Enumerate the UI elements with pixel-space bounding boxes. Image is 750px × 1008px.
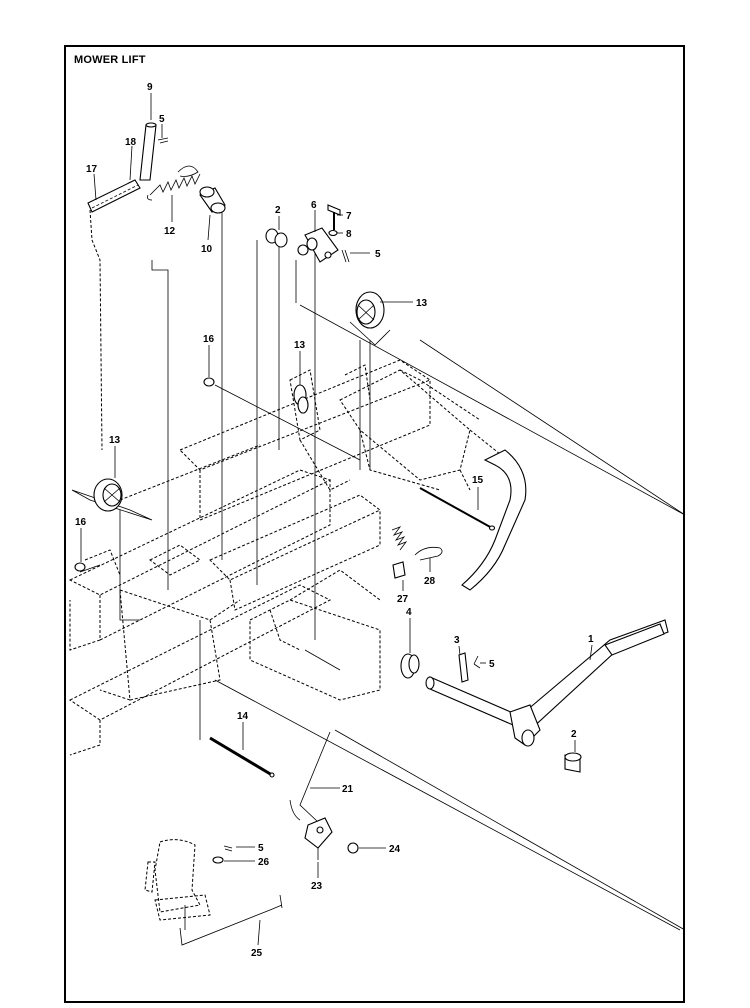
callout-15: 15 (472, 475, 484, 486)
callout-24: 24 (389, 844, 401, 855)
callout-2-b: 2 (571, 729, 577, 740)
part-pin-3 (458, 652, 469, 683)
callout-13-c: 13 (109, 435, 121, 446)
part-clip (177, 165, 199, 177)
part-bracket-6 (297, 227, 339, 263)
part-nut-24 (347, 842, 359, 854)
callout-labels: 9 5 18 17 12 10 2 6 7 8 5 13 16 13 13 16… (75, 82, 594, 959)
callout-17: 17 (86, 164, 98, 175)
callout-16-b: 16 (75, 517, 87, 528)
callout-1: 1 (588, 634, 594, 645)
callout-23: 23 (311, 881, 323, 892)
part-washer-8 (328, 229, 338, 237)
part-spring (147, 173, 201, 201)
part-pulley-mid (293, 384, 309, 414)
diagram-title: MOWER LIFT (74, 54, 146, 66)
callout-18: 18 (125, 137, 137, 148)
chassis-frame (68, 304, 686, 931)
part-deck-mount (144, 839, 211, 921)
part-small-spring (391, 526, 408, 551)
part-lift-handle (425, 619, 669, 747)
callout-2-a: 2 (275, 205, 281, 216)
part-lift-rod (139, 122, 157, 181)
part-cotter-pin (157, 137, 169, 144)
part-pulley-upper (349, 291, 391, 346)
part-bolt-7 (327, 204, 341, 230)
callout-26: 26 (258, 857, 270, 868)
part-bushing-2-lower (564, 752, 582, 773)
callout-5-b: 5 (375, 249, 381, 260)
part-cam-4 (400, 653, 420, 679)
part-cotter-pin-3 (473, 655, 481, 669)
part-washer-26 (212, 856, 224, 864)
callout-8: 8 (346, 229, 352, 240)
part-bushing-27 (392, 561, 406, 579)
part-clip-28 (414, 546, 443, 561)
callout-4: 4 (406, 607, 412, 618)
callout-9: 9 (147, 82, 153, 93)
part-bracket-23 (304, 817, 333, 860)
callout-27: 27 (397, 594, 409, 605)
callout-14: 14 (237, 711, 249, 722)
part-nut-lower (74, 562, 86, 572)
callout-7: 7 (346, 211, 352, 222)
callout-16-a: 16 (203, 334, 215, 345)
part-rod-14 (209, 736, 275, 778)
callout-21: 21 (342, 784, 354, 795)
callout-12: 12 (164, 226, 176, 237)
part-bushing-10 (199, 186, 226, 214)
callout-leaders (80, 93, 593, 946)
callout-28: 28 (424, 576, 436, 587)
assembly-lines (79, 205, 371, 740)
part-pulley-left (71, 478, 153, 521)
callout-5-c: 5 (489, 659, 495, 670)
callout-10: 10 (201, 244, 213, 255)
part-chain (87, 179, 141, 451)
part-cotter-pin-2 (341, 249, 350, 263)
callout-5-a: 5 (159, 114, 165, 125)
callout-6: 6 (311, 200, 317, 211)
part-bushing-2-upper (265, 228, 288, 248)
callout-25: 25 (251, 948, 263, 959)
part-cotter-pin-4 (223, 845, 233, 852)
diagram-frame (64, 45, 685, 1003)
callout-13-b: 13 (294, 340, 306, 351)
part-rod-25 (179, 894, 283, 946)
callout-5-d: 5 (258, 843, 264, 854)
part-link-rod-21 (289, 731, 331, 823)
callout-13-a: 13 (416, 298, 428, 309)
callout-3: 3 (454, 635, 460, 646)
part-nut-upper (203, 377, 215, 387)
